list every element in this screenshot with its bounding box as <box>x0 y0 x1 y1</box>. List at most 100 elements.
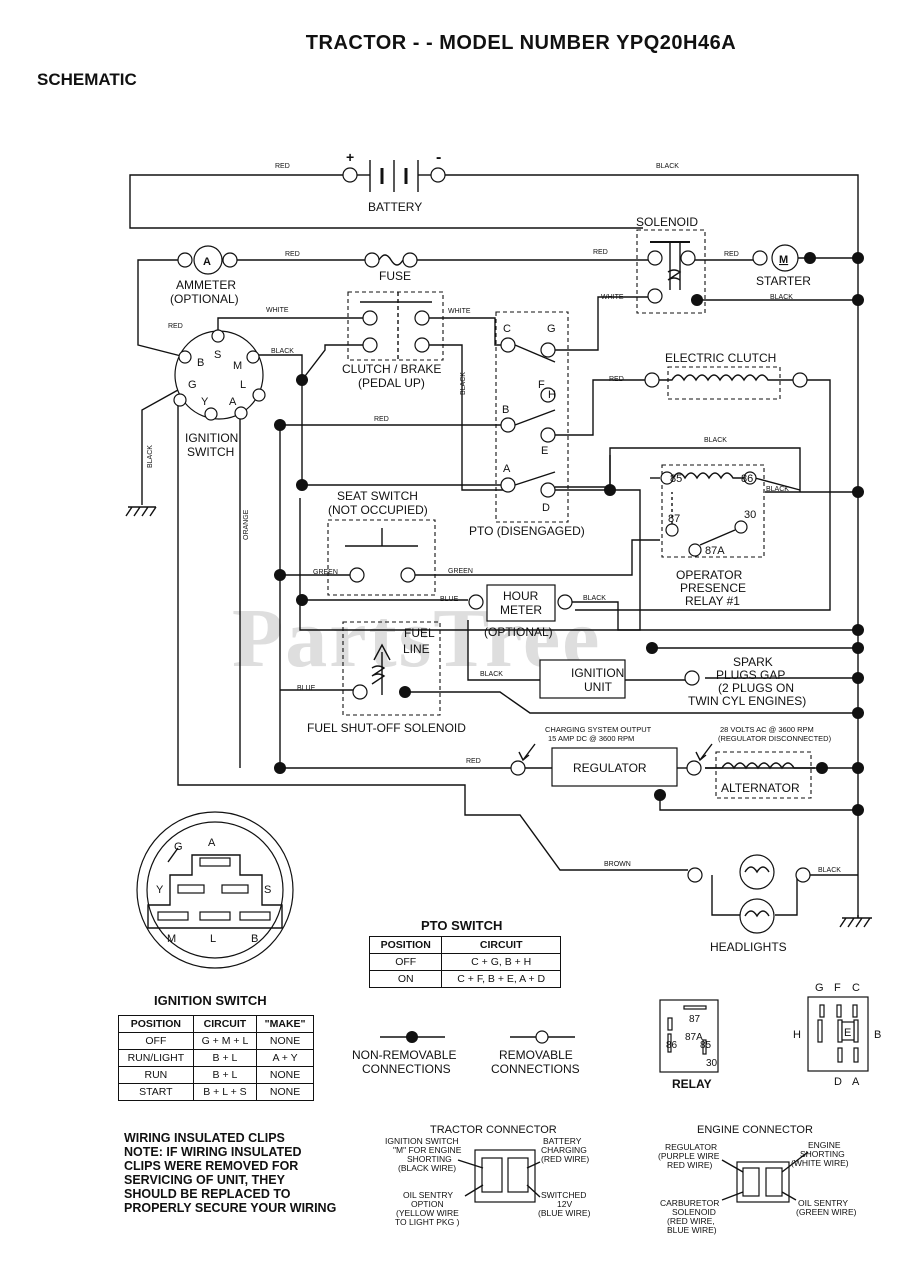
ignition-make: NONE <box>256 1083 314 1101</box>
charging-output-label-2: 15 AMP DC @ 3600 RPM <box>548 734 634 743</box>
ammeter-symbol: A <box>203 256 211 268</box>
alternator-label: ALTERNATOR <box>721 781 800 795</box>
ignition-switch-face: G A Y S M L B <box>136 811 294 969</box>
wire-label-red: RED <box>609 376 624 383</box>
tractor-connector-title: TRACTOR CONNECTOR <box>430 1124 557 1136</box>
ignition-switch-label: IGNITION <box>185 431 238 445</box>
tc-left-bottom-3: (YELLOW WIRE <box>396 1208 459 1218</box>
ign-terminal-y: Y <box>201 396 209 408</box>
pto-face-b: B <box>874 1029 881 1041</box>
ignition-position: RUN <box>118 1066 194 1084</box>
ec-left-top-2: (PURPLE WIRE <box>658 1151 720 1161</box>
wire-label-black: BLACK <box>656 163 679 170</box>
wire-label-brown: BROWN <box>604 861 631 868</box>
pto-table: POSITION CIRCUIT OFF C + G, B + H ON C +… <box>368 936 561 988</box>
wire-label-green: GREEN <box>448 568 473 575</box>
note-line: PROPERLY SECURE YOUR WIRING <box>124 1201 337 1215</box>
relay-terminal-30: 30 <box>744 509 756 521</box>
wire-label-red: RED <box>285 251 300 258</box>
clutch-brake-switch: CLUTCH / BRAKE (PEDAL UP) <box>342 291 444 390</box>
clutch-brake-label: CLUTCH / BRAKE <box>342 362 441 376</box>
relay-terminal-85: 85 <box>670 473 682 485</box>
tc-left-bottom-1: OIL SENTRY <box>403 1190 453 1200</box>
ammeter-label: AMMETER <box>176 278 236 292</box>
ign-terminal-m: M <box>233 360 242 372</box>
ignition-make: NONE <box>256 1066 314 1084</box>
page-title: TRACTOR - - MODEL NUMBER YPQ20H46A <box>305 32 737 54</box>
pto-face-c: C <box>852 982 860 994</box>
engine-connector: ENGINE CONNECTOR REGULATOR (PURPLE WIRE … <box>658 1124 857 1235</box>
ignition-table-header: "MAKE" <box>256 1015 314 1033</box>
tc-left-bottom-4: TO LIGHT PKG ) <box>395 1217 460 1227</box>
operator-presence-relay: 85 86 87 30 87A OPERATOR PRESENCE RELAY … <box>660 464 765 608</box>
pto-terminal-d: D <box>542 502 550 514</box>
tc-right-bottom-2: 12V <box>557 1199 572 1209</box>
wire-label-green: GREEN <box>313 569 338 576</box>
ign-face-y: Y <box>156 884 164 896</box>
table-row: ON C + F, B + E, A + D <box>368 970 561 988</box>
relay-face-87a: 87A <box>685 1032 703 1043</box>
wire-label-black: BLACK <box>583 595 606 602</box>
legend: NON-REMOVABLE CONNECTIONS REMOVABLE CONN… <box>352 1030 580 1076</box>
battery-minus-label: - <box>436 149 441 166</box>
ign-face-a: A <box>208 837 216 849</box>
ec-right-top-2: SHORTING <box>800 1149 845 1159</box>
pto-face-d: D <box>834 1076 842 1088</box>
solenoid: SOLENOID <box>636 215 706 314</box>
relay-face-87: 87 <box>689 1014 701 1025</box>
charging-output-label: CHARGING SYSTEM OUTPUT <box>545 725 652 734</box>
volts-ac-label: 28 VOLTS AC @ 3600 RPM <box>720 725 814 734</box>
fuel-line-label-2: LINE <box>403 642 430 656</box>
legend-removable-2: CONNECTIONS <box>491 1062 580 1076</box>
headlights-label: HEADLIGHTS <box>710 940 787 954</box>
tc-left-top-3: SHORTING <box>407 1154 452 1164</box>
ignition-table-header: POSITION <box>118 1015 194 1033</box>
clutch-brake-state: (PEDAL UP) <box>358 376 425 390</box>
wire-label-red: RED <box>466 758 481 765</box>
ec-right-top-1: ENGINE <box>808 1140 841 1150</box>
relay-terminal-86: 86 <box>741 473 753 485</box>
wire-label-white: WHITE <box>448 308 471 315</box>
ign-terminal-a: A <box>229 396 237 408</box>
ignition-position: RUN/LIGHT <box>118 1049 194 1067</box>
pto-terminal-g: G <box>547 323 556 335</box>
ec-right-bottom-1: OIL SENTRY <box>798 1198 848 1208</box>
table-row: START B + L + S NONE <box>118 1083 314 1101</box>
ec-left-top-1: REGULATOR <box>665 1142 717 1152</box>
wire-label-black: BLACK <box>704 437 727 444</box>
table-row: RUN/LIGHT B + L A + Y <box>118 1049 314 1067</box>
pto-table-header: POSITION <box>368 936 443 954</box>
table-row: OFF G + M + L NONE <box>118 1032 314 1050</box>
seat-switch-state: (NOT OCCUPIED) <box>328 503 428 517</box>
wire-label-red: RED <box>374 416 389 423</box>
pto-terminal-c: C <box>503 323 511 335</box>
pto-terminal-f: F <box>538 379 545 391</box>
headlights: HEADLIGHTS <box>687 854 811 954</box>
volts-ac-label-2: (REGULATOR DISCONNECTED) <box>718 734 832 743</box>
ign-terminal-l: L <box>240 379 246 391</box>
section-title: SCHEMATIC <box>37 70 137 89</box>
ammeter: A AMMETER (OPTIONAL) <box>170 245 239 306</box>
hour-meter: HOUR METER (OPTIONAL) <box>468 584 573 639</box>
pto-terminal-a: A <box>503 463 511 475</box>
tc-right-top-3: (RED WIRE) <box>541 1154 589 1164</box>
non-removable-dots <box>274 252 864 816</box>
relay-face: 87 86 87A 85 30 RELAY <box>659 999 719 1091</box>
wiring-clips-note: WIRING INSULATED CLIPS NOTE: IF WIRING I… <box>124 1131 374 1215</box>
operator-presence-label-2: PRESENCE <box>680 581 746 595</box>
tc-left-top-1: IGNITION SWITCH <box>385 1136 459 1146</box>
pto-switch-face: G F C H E B D A <box>793 982 881 1088</box>
ec-left-bottom-2: SOLENOID <box>672 1207 716 1217</box>
relay-label: RELAY <box>672 1077 712 1091</box>
pto-face-g: G <box>815 982 824 994</box>
fuel-shutoff-solenoid: FUEL LINE FUEL SHUT-OFF SOLENOID <box>307 621 466 735</box>
ignition-circuit: B + L + S <box>192 1083 258 1101</box>
pto-circuit: C + F, B + E, A + D <box>441 970 561 988</box>
ignition-switch: B S M G L Y A IGNITION SWITCH <box>173 329 266 459</box>
ec-right-top-3: (WHITE WIRE) <box>791 1158 849 1168</box>
tractor-connector: TRACTOR CONNECTOR IGNITION SWITCH "M" FO… <box>385 1124 591 1227</box>
pto-face-f: F <box>834 982 841 994</box>
ignition-switch-label-2: SWITCH <box>187 445 234 459</box>
ignition-make: NONE <box>256 1032 314 1050</box>
